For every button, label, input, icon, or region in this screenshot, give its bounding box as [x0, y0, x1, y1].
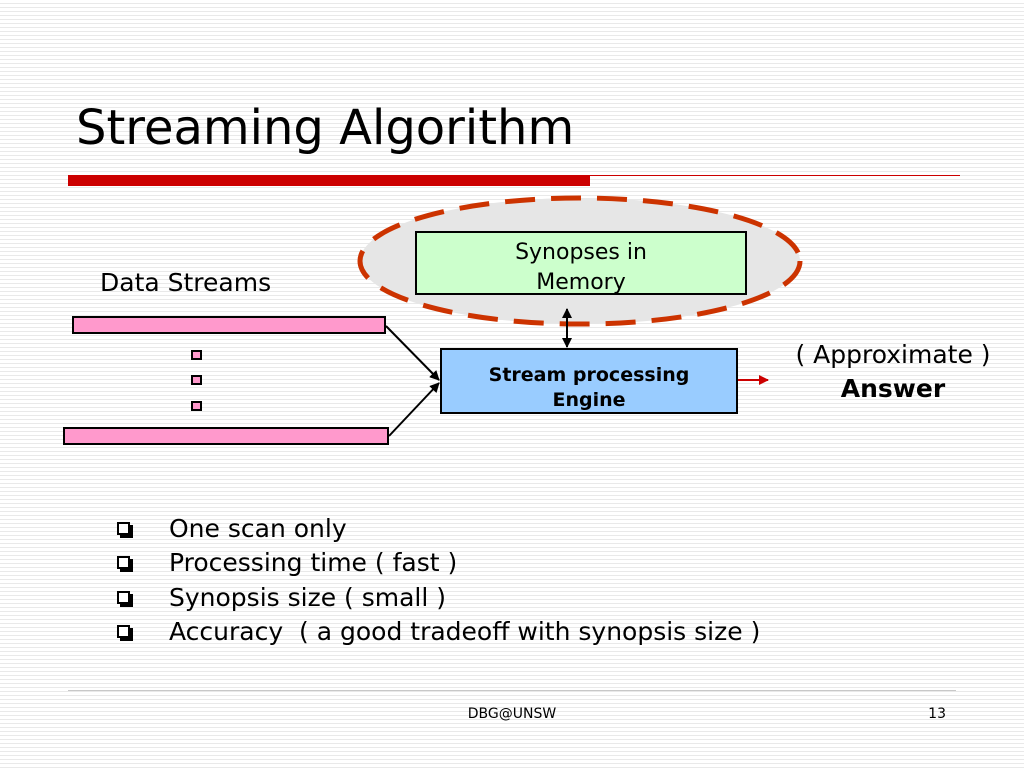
bullet-list: One scan only Processing time ( fast ) S…: [117, 511, 760, 649]
stream-ellipsis-dot: [191, 350, 202, 360]
bullet-text: One scan only: [169, 513, 347, 543]
stream-processing-engine-box: [440, 348, 738, 414]
footer-divider: [68, 690, 956, 691]
engine-line-2: Engine: [552, 389, 626, 411]
bullet-item: Synopsis size ( small ): [117, 580, 760, 615]
bullet-item: Accuracy ( a good tradeoff with synopsis…: [117, 615, 760, 650]
bullet-text: Synopsis size ( small ): [169, 582, 447, 612]
bullet-text: Accuracy ( a good tradeoff with synopsis…: [169, 617, 761, 647]
checkbox-bullet-icon: [117, 521, 133, 538]
title-underline-thick: [68, 175, 590, 186]
stream-ellipsis-dot: [191, 375, 202, 385]
stream-bottom-arrow: [388, 382, 440, 437]
synopses-memory-label: Synopses in Memory: [415, 238, 747, 298]
stream-ellipsis-dot: [191, 401, 202, 411]
bullet-item: Processing time ( fast ): [117, 546, 760, 581]
engine-line-1: Stream processing: [488, 364, 690, 386]
checkbox-bullet-icon: [117, 625, 133, 642]
approximate-label: ( Approximate ): [795, 340, 991, 369]
slide-number: 13: [928, 706, 946, 722]
synopses-line-2: Memory: [536, 270, 626, 295]
checkbox-bullet-icon: [117, 590, 133, 607]
stream-processing-engine-label: Stream processing Engine: [440, 363, 738, 413]
footer-organization: DBG@UNSW: [467, 706, 557, 722]
title-underline-thin: [590, 175, 960, 176]
stream-bar-bottom: [63, 427, 389, 445]
synopses-memory-box: [415, 231, 747, 295]
checkbox-bullet-icon: [117, 556, 133, 573]
stream-bar-top: [72, 316, 386, 334]
bullet-text: Processing time ( fast ): [169, 548, 458, 578]
synopses-line-1: Synopses in: [515, 240, 647, 265]
data-streams-label: Data Streams: [100, 268, 272, 297]
slide-title: Streaming Algorithm: [76, 100, 575, 156]
answer-label: Answer: [840, 374, 946, 403]
bullet-item: One scan only: [117, 511, 760, 546]
stream-top-arrow: [385, 325, 440, 381]
